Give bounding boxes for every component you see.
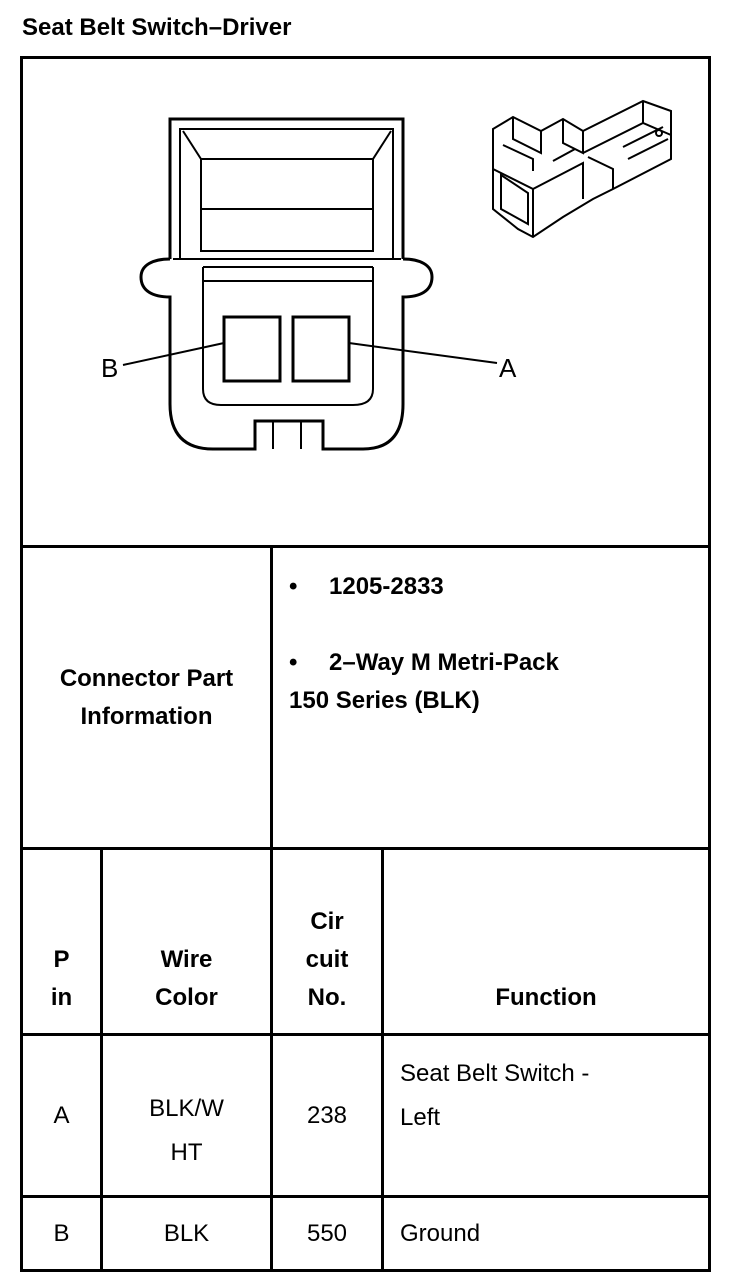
bullet-icon: • [289, 573, 298, 600]
part-number-item: • 1205-2833 [289, 568, 708, 606]
circuit-cell: 550 [270, 1195, 384, 1272]
pin-a-label: A [499, 353, 517, 383]
circuit-cell: 238 [270, 1033, 384, 1198]
function-cell: Seat Belt Switch -Left [381, 1033, 711, 1198]
page-title: Seat Belt Switch–Driver [22, 14, 292, 41]
table-row: B BLK 550 Ground [20, 1195, 711, 1272]
wire-color-cell: BLK [100, 1195, 273, 1272]
function-cell: Ground [381, 1195, 711, 1272]
pin-cell: A [20, 1033, 103, 1198]
pin-cell: B [20, 1195, 103, 1272]
connector-iso-icon [492, 99, 672, 239]
connector-part-info: • 1205-2833 • 2–Way M Metri-Pack 150 Ser… [270, 545, 711, 850]
connector-part-label: Connector Part Information [20, 545, 273, 850]
connector-series: 150 Series (BLK) [289, 687, 480, 714]
connector-type: 2–Way M Metri-Pack [329, 649, 559, 676]
bullet-icon: • [289, 649, 298, 676]
pin-b-label: B [101, 353, 118, 383]
connector-diagram: B A [20, 56, 711, 548]
connector-face-drawing: B A [101, 99, 672, 451]
header-function: Function [381, 847, 711, 1036]
connector-sheet: B A Connector Part Information • 1205-28… [20, 56, 711, 1272]
connector-type-item: • 2–Way M Metri-Pack [289, 644, 708, 682]
part-number: 1205-2833 [329, 573, 444, 600]
